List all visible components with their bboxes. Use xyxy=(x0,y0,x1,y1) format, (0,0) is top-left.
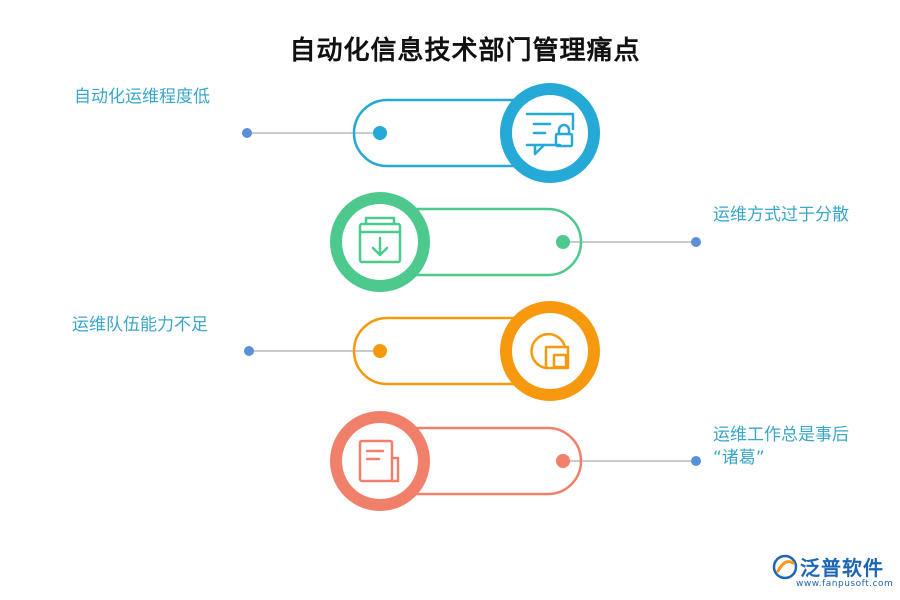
item-1-label: 自动化运维程度低 xyxy=(74,87,210,107)
item-3-capsule xyxy=(352,316,550,386)
brand-logo-url: www.fanpusoft.com xyxy=(796,579,894,589)
pie-square-icon xyxy=(530,332,570,370)
item-4-ring-inner xyxy=(342,423,418,499)
item-3-label: 运维队伍能力不足 xyxy=(72,315,208,335)
item-2-dot xyxy=(556,235,570,249)
item-4-capsule xyxy=(380,426,583,496)
item-1-capsule xyxy=(352,98,550,168)
item-3-row xyxy=(244,301,600,401)
brand-logo-icon xyxy=(772,554,798,579)
brand-logo-text: 泛普软件 xyxy=(800,556,884,580)
item-2-row xyxy=(330,192,701,292)
item-2-capsule xyxy=(380,207,583,277)
item-4-label: 运维工作总是事后 xyxy=(713,425,849,445)
chat-lock-icon xyxy=(525,112,575,156)
item-4-row xyxy=(330,411,701,511)
item-1-endpoint xyxy=(242,128,252,138)
item-2-endpoint xyxy=(691,237,701,247)
page-title: 自动化信息技术部门管理痛点 xyxy=(289,36,641,66)
item-4-label-line2: “诸葛” xyxy=(713,448,765,468)
download-box-icon xyxy=(358,216,402,264)
item-1-ring-inner xyxy=(512,95,588,171)
brand-logo: 泛普软件 www.fanpusoft.com xyxy=(772,552,893,589)
item-4-endpoint xyxy=(691,456,701,466)
item-3-ring-inner xyxy=(512,313,588,389)
item-1-row xyxy=(242,83,600,183)
item-3-dot xyxy=(373,344,387,358)
item-2-label: 运维方式过于分散 xyxy=(713,205,849,225)
item-3-endpoint xyxy=(244,346,254,356)
document-icon xyxy=(358,439,400,483)
item-4-dot xyxy=(556,454,570,468)
item-1-dot xyxy=(373,126,387,140)
